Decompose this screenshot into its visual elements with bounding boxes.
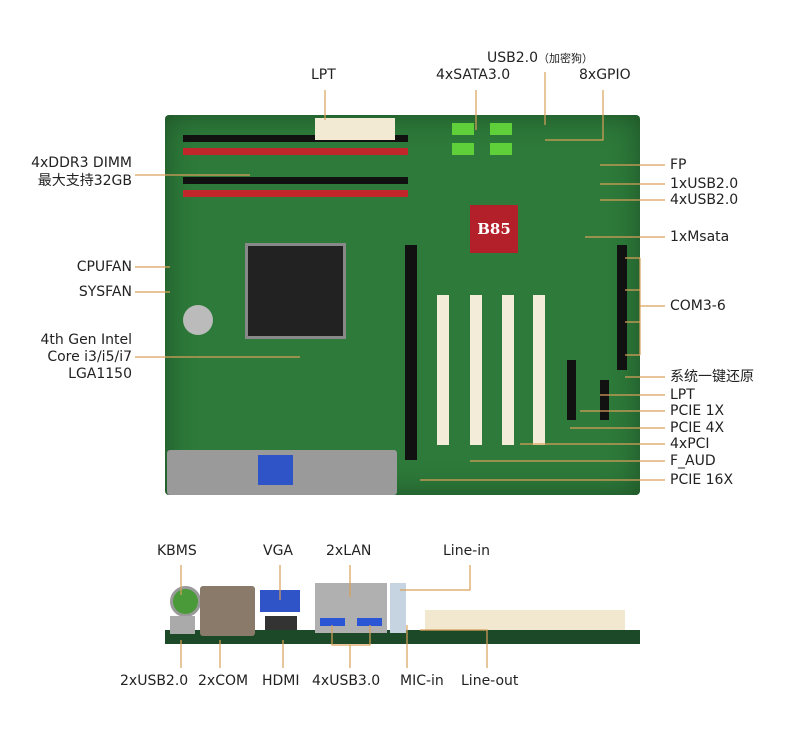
label-gpio: 8xGPIO (579, 67, 631, 83)
label-com3-6: COM3-6 (670, 298, 726, 314)
label-line-in: Line-in (443, 543, 490, 559)
label-ddr3: 4xDDR3 DIMM (31, 155, 132, 171)
label-pcie1x: PCIE 1X (670, 403, 725, 419)
label-ddr3-max: 最大支持32GB (37, 173, 132, 189)
label-cpufan: CPUFAN (76, 259, 132, 275)
motherboard-photo: B85 (165, 115, 640, 495)
dimm-slot (183, 135, 408, 142)
usb2-ports (170, 616, 195, 634)
dimm-slot (183, 148, 408, 155)
io-panel-photo (165, 578, 640, 644)
label-pcie16x: PCIE 16X (670, 472, 734, 488)
label-cpu-socket: LGA1150 (68, 366, 132, 382)
label-usb-dongle: USB2.0（加密狗） (487, 50, 593, 67)
label-kbms: KBMS (157, 543, 197, 559)
pcie-4x-slot (567, 360, 576, 420)
label-faud: F_AUD (670, 453, 716, 469)
label-msata: 1xMsata (670, 229, 730, 245)
pci-slot (533, 295, 545, 445)
usb3-port (357, 618, 382, 626)
hdmi-port (265, 616, 297, 630)
chipset: B85 (470, 205, 518, 253)
sata-port (452, 123, 474, 135)
chipset-label: B85 (477, 220, 511, 238)
cmos-battery (183, 305, 213, 335)
label-usb-dongle-note: （加密狗） (538, 52, 594, 65)
label-2xusb2: 2xUSB2.0 (120, 673, 189, 689)
kbms-port (170, 586, 201, 617)
io-pcb (165, 630, 640, 644)
com-headers (617, 245, 627, 370)
label-4xusb2: 4xUSB2.0 (670, 192, 739, 208)
label-pcie4x: PCIE 4X (670, 420, 725, 436)
label-sysfan: SYSFAN (78, 284, 132, 300)
pci-slot (502, 295, 514, 445)
label-4xusb3: 4xUSB3.0 (312, 673, 381, 689)
label-cpu-gen: 4th Gen Intel (40, 332, 133, 348)
vga-port (260, 590, 300, 612)
cpu-socket (245, 243, 346, 339)
com-ports (200, 586, 255, 636)
atx-power-connector (315, 118, 395, 140)
label-1xusb2: 1xUSB2.0 (670, 176, 739, 192)
label-4xpci: 4xPCI (670, 436, 710, 452)
label-lpt-right: LPT (670, 387, 695, 403)
label-vga: VGA (263, 543, 294, 559)
pcie-16x-slot (405, 245, 417, 460)
label-recovery: 系统一键还原 (670, 369, 754, 385)
vga-port (258, 455, 293, 485)
label-2xcom: 2xCOM (198, 673, 249, 689)
label-cpu-family: Core i3/i5/i7 (47, 349, 132, 365)
sata-port (490, 143, 512, 155)
pci-slot (470, 295, 482, 445)
usb3-port (320, 618, 345, 626)
dimm-slot (183, 177, 408, 184)
label-usb-dongle-text: USB2.0 (487, 50, 539, 66)
sata-port (490, 123, 512, 135)
pcie-1x-slot (600, 380, 609, 420)
audio-jacks (390, 583, 406, 633)
label-sata: 4xSATA3.0 (436, 67, 511, 83)
pci-slot (437, 295, 449, 445)
label-fp: FP (670, 157, 687, 173)
dimm-slot (183, 190, 408, 197)
label-mic-in: MIC-in (400, 673, 444, 689)
sata-port (452, 143, 474, 155)
board-edge-components (425, 610, 625, 630)
label-lpt-top: LPT (311, 67, 336, 83)
label-2xlan: 2xLAN (326, 543, 372, 559)
label-line-out: Line-out (461, 673, 519, 689)
label-hdmi: HDMI (262, 673, 300, 689)
